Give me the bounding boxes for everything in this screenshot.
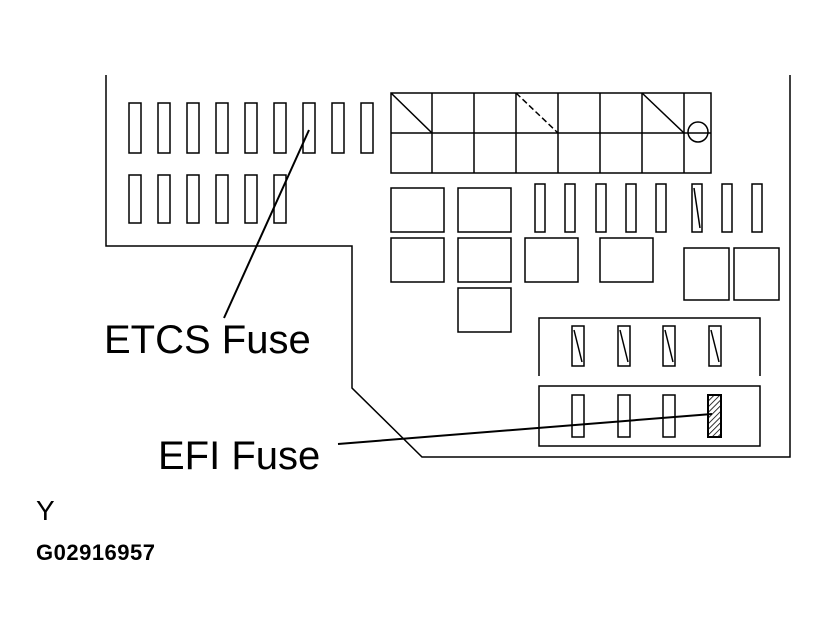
efi-fuse-label: EFI Fuse: [158, 434, 321, 478]
figure-id-label: G02916957: [36, 540, 156, 565]
efi-fuse-highlight: [707, 394, 722, 438]
relay-blocks: [390, 187, 780, 333]
fuse-row-bottom-left: [128, 174, 287, 224]
view-code-label: Y: [36, 495, 55, 526]
fuse-row-top-left: [128, 102, 374, 154]
fuse-block-outline: [105, 75, 791, 458]
fuse-panel-upper: [538, 317, 761, 376]
etcs-fuse-label: ETCS Fuse: [104, 318, 311, 362]
efi-fuse-leader-line: [337, 413, 713, 445]
etcs-fuse-leader-line: [223, 129, 310, 319]
fuse-row-top-right: [534, 183, 763, 233]
fuse-panel-lower: [538, 385, 761, 447]
connector-grid: [390, 92, 712, 174]
